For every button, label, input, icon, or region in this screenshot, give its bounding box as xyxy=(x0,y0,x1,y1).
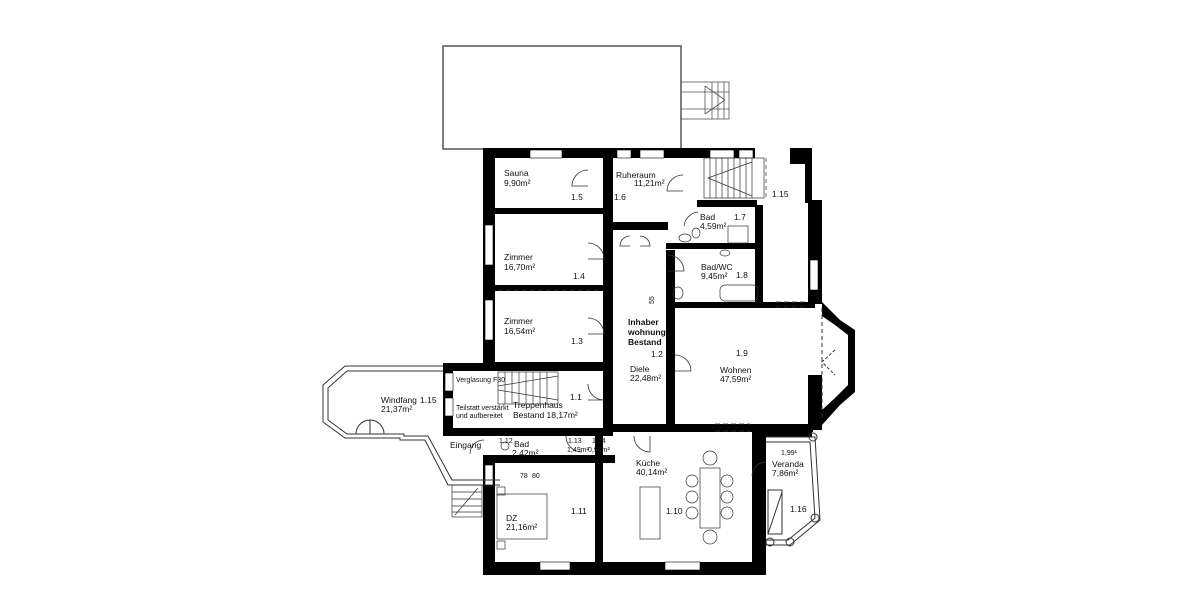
svg-text:1.1: 1.1 xyxy=(570,392,582,402)
label-eingang: Eingang xyxy=(450,440,481,450)
svg-text:und aufbereitet: und aufbereitet xyxy=(456,413,503,420)
terrace-annex xyxy=(442,45,682,150)
svg-text:1.4: 1.4 xyxy=(573,271,585,281)
svg-text:47,59m²: 47,59m² xyxy=(720,374,751,384)
label-windfang: Windfang xyxy=(381,395,417,405)
svg-text:1.3: 1.3 xyxy=(571,336,583,346)
fixtures xyxy=(496,225,759,550)
label-zimmer-13: Zimmer xyxy=(504,316,533,326)
label-veranda: Veranda xyxy=(772,459,804,469)
label-115-upper: 1.15 xyxy=(772,189,789,199)
svg-text:1.10: 1.10 xyxy=(666,506,683,516)
svg-text:1.8: 1.8 xyxy=(736,270,748,280)
svg-text:40,14m²: 40,14m² xyxy=(636,467,667,477)
svg-text:80: 80 xyxy=(532,473,540,480)
svg-text:1,99¹: 1,99¹ xyxy=(781,450,798,457)
svg-text:16,54m²: 16,54m² xyxy=(504,326,535,336)
label-wohnen: Wohnen xyxy=(720,365,752,375)
svg-text:Teilstatt verstärkt: Teilstatt verstärkt xyxy=(456,405,509,412)
label-dz: DZ xyxy=(506,513,517,523)
svg-text:1.9: 1.9 xyxy=(736,348,748,358)
svg-text:9,45m²: 9,45m² xyxy=(701,271,728,281)
label-treppenhaus: Treppenhaus xyxy=(513,400,563,410)
svg-text:0,94m²: 0,94m² xyxy=(588,447,610,454)
svg-text:11,21m²: 11,21m² xyxy=(634,178,665,188)
svg-text:1.2: 1.2 xyxy=(651,349,663,359)
room-labels: Sauna 9,90m² 1.5 Ruheraum 11,21m² 1.6 Zi… xyxy=(381,168,807,532)
svg-text:1.13: 1.13 xyxy=(568,438,582,445)
label-bad-112: Bad xyxy=(514,439,529,449)
svg-text:21,37m²: 21,37m² xyxy=(381,404,412,414)
svg-text:9,90m²: 9,90m² xyxy=(504,178,531,188)
svg-text:7,86m²: 7,86m² xyxy=(772,468,799,478)
svg-text:Bestand: Bestand xyxy=(628,337,662,347)
svg-text:4,59m²: 4,59m² xyxy=(700,221,727,231)
svg-text:21,16m²: 21,16m² xyxy=(506,522,537,532)
svg-text:1.6: 1.6 xyxy=(614,192,626,202)
bay-window xyxy=(821,302,855,425)
svg-text:78: 78 xyxy=(520,473,528,480)
svg-text:Bestand 18,17m²: Bestand 18,17m² xyxy=(513,410,578,420)
svg-text:1.7: 1.7 xyxy=(734,212,746,222)
openings xyxy=(498,289,808,432)
svg-text:1.11: 1.11 xyxy=(571,506,587,516)
svg-text:1.15: 1.15 xyxy=(420,395,437,405)
svg-text:22,48m²: 22,48m² xyxy=(630,373,661,383)
label-sauna: Sauna xyxy=(504,168,529,178)
svg-text:2,42m²: 2,42m² xyxy=(512,448,539,458)
windows xyxy=(444,149,819,571)
label-ruheraum: Ruheraum xyxy=(616,170,656,180)
label-bad-17: Bad xyxy=(700,212,715,222)
veranda-outline xyxy=(765,432,821,547)
svg-text:1.16: 1.16 xyxy=(790,504,807,514)
svg-text:1,49m²: 1,49m² xyxy=(567,447,589,454)
label-kueche: Küche xyxy=(636,458,660,468)
svg-text:1.14: 1.14 xyxy=(592,438,606,445)
entrance-stair xyxy=(451,484,483,518)
svg-text:55: 55 xyxy=(649,296,656,304)
terrace-stair xyxy=(680,81,730,120)
label-badwc: Bad/WC xyxy=(701,262,733,272)
doors xyxy=(469,169,767,477)
label-verglasung: Verglasung F30 xyxy=(456,377,505,384)
svg-text:wohnung: wohnung xyxy=(627,327,666,337)
exterior-walls xyxy=(443,148,822,575)
svg-text:1.12: 1.12 xyxy=(499,438,513,445)
stair-upper xyxy=(703,157,767,199)
label-diele: Diele xyxy=(630,364,650,374)
label-title: Inhaber xyxy=(628,317,659,327)
windfang-outline xyxy=(322,365,500,486)
stair-treppenhaus xyxy=(497,371,559,405)
svg-text:1.5: 1.5 xyxy=(571,192,583,202)
label-zimmer-14: Zimmer xyxy=(504,252,533,262)
svg-text:16,70m²: 16,70m² xyxy=(504,262,535,272)
